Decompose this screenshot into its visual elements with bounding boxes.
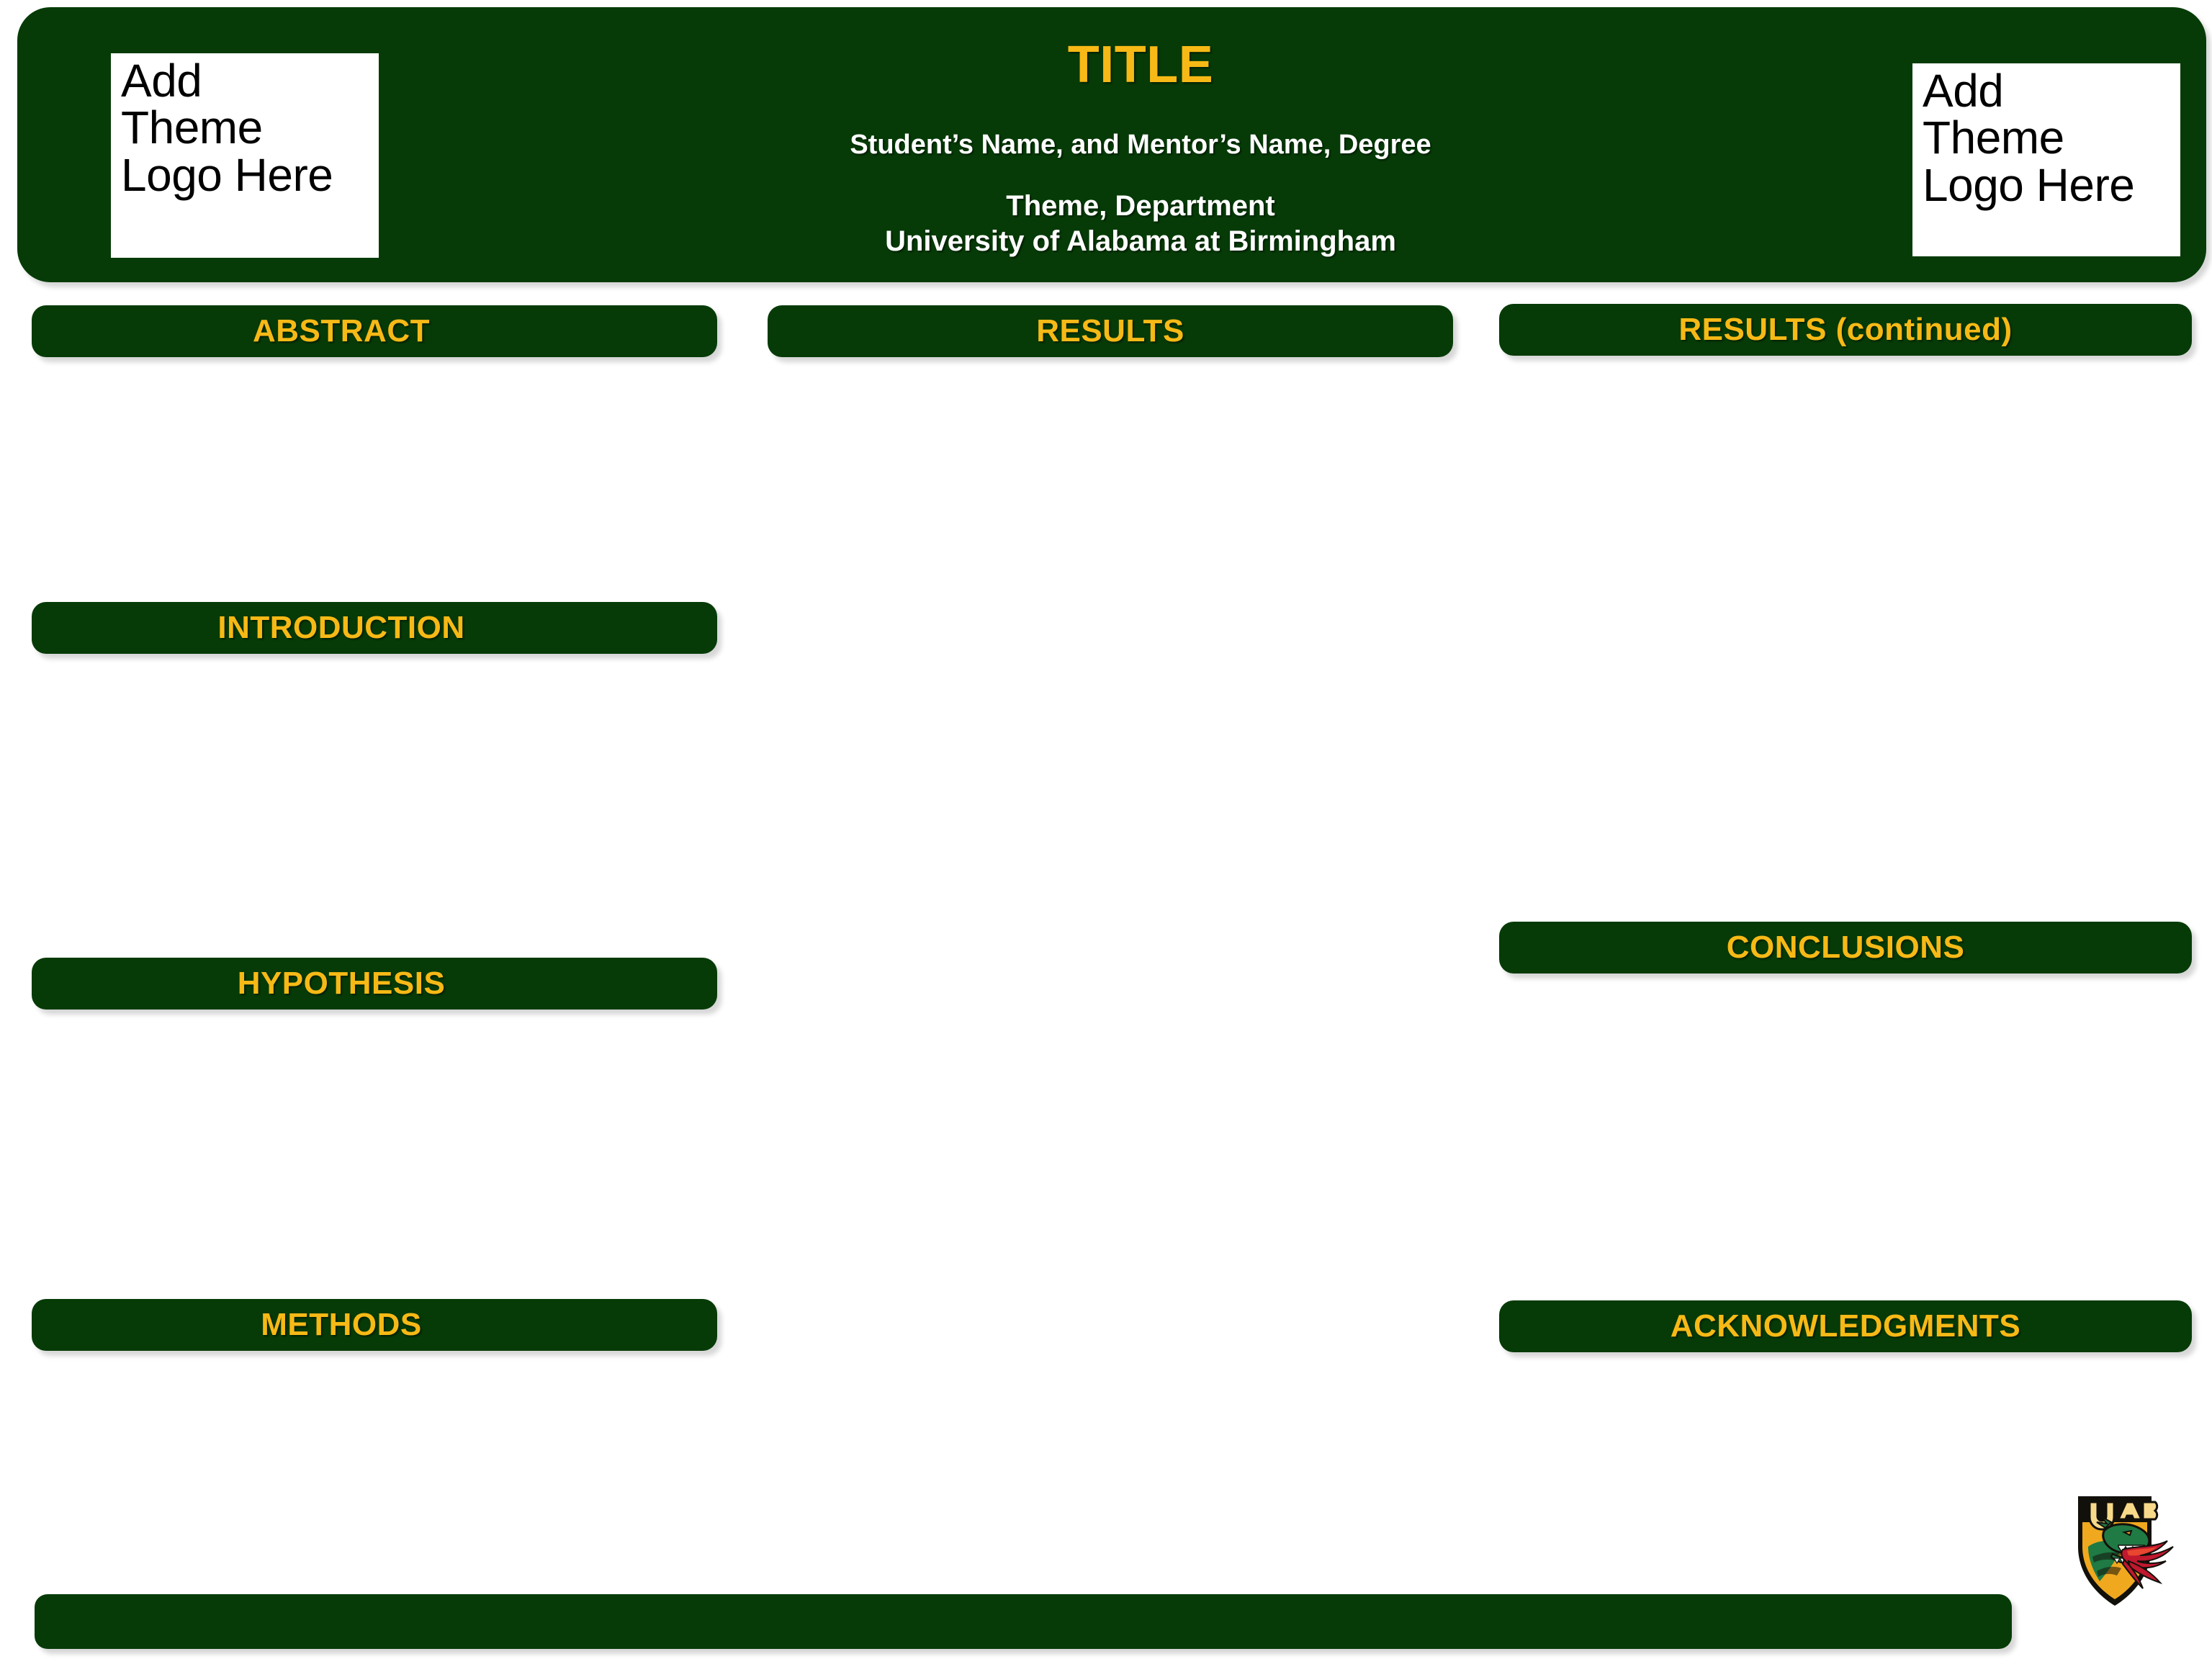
section-title-conclusions: CONCLUSIONS xyxy=(1726,930,1965,965)
theme-logo-placeholder-right[interactable]: Add Theme Logo Here xyxy=(1912,63,2180,256)
section-bar-conclusions[interactable]: CONCLUSIONS xyxy=(1499,922,2192,974)
section-bar-abstract[interactable]: ABSTRACT xyxy=(32,305,717,357)
theme-logo-placeholder-left[interactable]: Add Theme Logo Here xyxy=(111,53,379,258)
section-title-hypothesis: HYPOTHESIS xyxy=(237,966,446,1001)
section-title-acknowledgments: ACKNOWLEDGMENTS xyxy=(1670,1308,2021,1344)
section-title-methods: METHODS xyxy=(261,1307,422,1342)
affiliation-line-department: Theme, Department xyxy=(1006,190,1275,222)
section-bar-hypothesis[interactable]: HYPOTHESIS xyxy=(32,958,717,1010)
header-text-block: TITLE Student’s Name, and Mentor’s Name,… xyxy=(737,29,1544,259)
section-bar-results-continued[interactable]: RESULTS (continued) xyxy=(1499,304,2192,356)
affiliation-line-university: University of Alabama at Birmingham xyxy=(885,225,1396,257)
page-title: TITLE xyxy=(1067,36,1214,94)
section-bar-methods[interactable]: METHODS xyxy=(32,1299,717,1351)
poster-header-banner: Add Theme Logo Here TITLE Student’s Name… xyxy=(17,7,2206,282)
poster-footer-bar xyxy=(35,1594,2012,1649)
uab-blazers-dragon-logo xyxy=(2071,1491,2180,1614)
section-bar-introduction[interactable]: INTRODUCTION xyxy=(32,602,717,654)
section-title-introduction: INTRODUCTION xyxy=(217,610,465,645)
section-bar-acknowledgments[interactable]: ACKNOWLEDGMENTS xyxy=(1499,1300,2192,1352)
author-line: Student’s Name, and Mentor’s Name, Degre… xyxy=(850,130,1431,160)
affiliation-block: Theme, Department University of Alabama … xyxy=(737,189,1544,259)
section-title-results-continued: RESULTS (continued) xyxy=(1678,312,2013,347)
section-title-abstract: ABSTRACT xyxy=(253,313,430,349)
section-title-results: RESULTS xyxy=(1036,313,1184,349)
section-bar-results[interactable]: RESULTS xyxy=(768,305,1453,357)
